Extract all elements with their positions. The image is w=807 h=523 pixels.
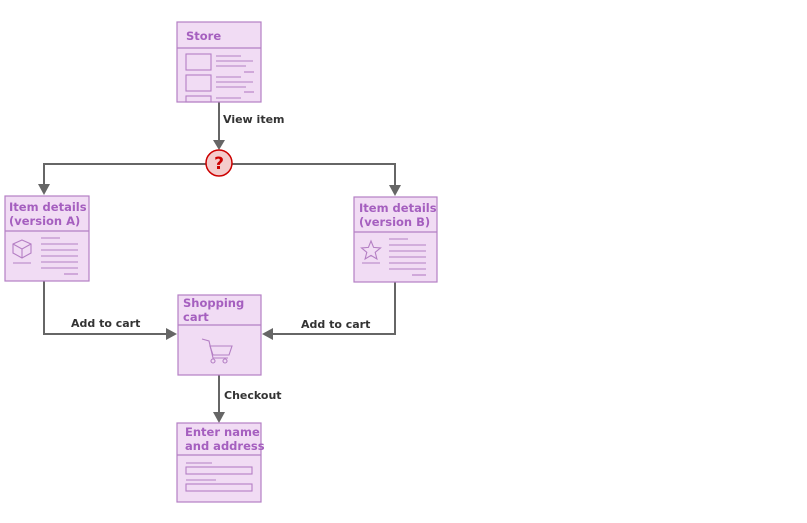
- card-title-line: and address: [185, 439, 265, 453]
- card-title: Store: [186, 29, 221, 43]
- node-store: Store: [176, 21, 262, 103]
- product-list-illustration: [185, 53, 254, 103]
- connectors: [38, 102, 401, 423]
- connector-item-b-to-cart: [273, 282, 396, 335]
- connector-decision-to-item-a: [43, 163, 206, 184]
- edge-label-checkout: Checkout: [224, 389, 282, 402]
- decision-node: ?: [205, 149, 233, 177]
- question-mark-icon: ?: [214, 154, 224, 174]
- card-title-line: Shopping: [183, 296, 244, 310]
- edge-label-add-to-cart-b: Add to cart: [301, 318, 370, 331]
- node-item-details-b: Item details (version B): [353, 196, 441, 283]
- card-title: Item details (version B): [359, 201, 441, 229]
- card-frame: [176, 21, 262, 103]
- node-item-details-a: Item details (version A): [4, 195, 91, 282]
- card-title-line: (version B): [359, 215, 430, 229]
- edge-label-view-item: View item: [223, 113, 285, 126]
- product-thumbnail: [185, 95, 212, 103]
- card-title-line: Enter name: [185, 425, 260, 439]
- decision-circle: [205, 149, 233, 177]
- edge-label-add-to-cart-a: Add to cart: [71, 317, 140, 330]
- form-field: [185, 483, 253, 492]
- card-title: Shopping cart: [183, 296, 248, 324]
- shopping-cart-icon: [201, 338, 233, 364]
- arrowhead-cart-left: [166, 328, 177, 340]
- card-title-line: (version A): [9, 214, 80, 228]
- card-title-line: Store: [186, 29, 221, 43]
- node-shopping-cart: Shopping cart: [177, 294, 262, 376]
- card-title-line: Item details: [359, 201, 437, 215]
- card-title-line: cart: [183, 310, 209, 324]
- arrowhead-item-b: [389, 185, 401, 196]
- card-title-line: Item details: [9, 200, 87, 214]
- star-icon: [360, 239, 382, 261]
- arrowhead-item-a: [38, 184, 50, 195]
- product-thumbnail: [185, 53, 212, 71]
- form-field: [185, 466, 253, 475]
- product-thumbnail: [185, 74, 212, 92]
- connector-item-a-to-cart: [43, 281, 166, 335]
- node-enter-name-and-address: Enter name and address: [176, 422, 265, 503]
- card-title: Enter name and address: [185, 425, 265, 453]
- card-frame: [177, 294, 262, 376]
- arrowhead-cart-right: [262, 328, 273, 340]
- cube-icon: [12, 239, 32, 259]
- arrowhead-decision: [213, 140, 225, 150]
- connector-decision-to-item-b: [232, 163, 396, 185]
- arrowhead-form: [213, 412, 225, 423]
- card-title: Item details (version A): [9, 200, 91, 228]
